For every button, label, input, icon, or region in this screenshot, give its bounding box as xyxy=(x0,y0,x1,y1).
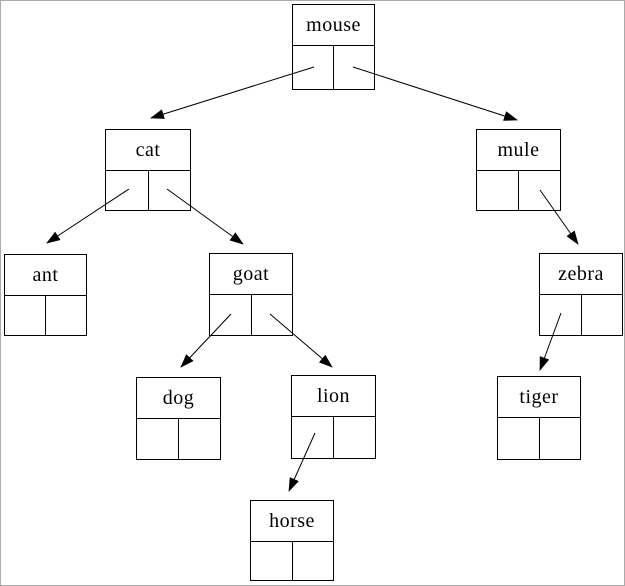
node-dog: dog xyxy=(136,377,221,460)
node-label: horse xyxy=(251,501,333,542)
right-pointer-cell xyxy=(582,295,623,335)
left-pointer-cell xyxy=(106,171,149,210)
node-goat: goat xyxy=(209,253,293,336)
node-label: ant xyxy=(5,255,86,296)
node-label: mouse xyxy=(293,5,374,46)
node-cat: cat xyxy=(105,129,191,211)
node-lion: lion xyxy=(291,375,376,459)
pointer-cells xyxy=(251,542,333,580)
node-label: zebra xyxy=(540,254,622,295)
right-pointer-cell xyxy=(293,542,334,580)
right-pointer-cell xyxy=(252,295,293,335)
left-pointer-cell xyxy=(292,417,334,458)
pointer-cells xyxy=(498,418,580,459)
left-pointer-cell xyxy=(293,46,334,89)
node-mouse: mouse xyxy=(292,4,375,90)
edge-mouse-left-to-cat xyxy=(150,66,315,119)
left-pointer-cell xyxy=(210,295,252,335)
right-pointer-cell xyxy=(334,46,374,89)
pointer-cells xyxy=(293,46,374,89)
left-pointer-cell xyxy=(477,171,519,210)
pointer-cells xyxy=(106,171,190,210)
node-zebra: zebra xyxy=(539,253,623,336)
left-pointer-cell xyxy=(5,296,46,335)
node-label: cat xyxy=(106,130,190,171)
pointer-cells xyxy=(5,296,86,335)
node-horse: horse xyxy=(250,500,334,581)
right-pointer-cell xyxy=(149,171,191,210)
right-pointer-cell xyxy=(540,418,581,459)
pointer-cells xyxy=(210,295,292,335)
pointer-cells xyxy=(292,417,375,458)
node-label: lion xyxy=(292,376,375,417)
node-mule: mule xyxy=(476,129,561,211)
right-pointer-cell xyxy=(179,419,220,459)
node-label: mule xyxy=(477,130,560,171)
right-pointer-cell xyxy=(334,417,375,458)
node-label: tiger xyxy=(498,377,580,418)
left-pointer-cell xyxy=(540,295,582,335)
right-pointer-cell xyxy=(46,296,86,335)
pointer-cells xyxy=(540,295,622,335)
node-label: goat xyxy=(210,254,292,295)
right-pointer-cell xyxy=(519,171,560,210)
edge-mouse-right-to-mule xyxy=(352,66,518,121)
pointer-cells xyxy=(477,171,560,210)
node-tiger: tiger xyxy=(497,376,581,460)
left-pointer-cell xyxy=(137,419,179,459)
pointer-cells xyxy=(137,419,220,459)
node-ant: ant xyxy=(4,254,87,336)
left-pointer-cell xyxy=(498,418,540,459)
node-label: dog xyxy=(137,378,220,419)
left-pointer-cell xyxy=(251,542,293,580)
